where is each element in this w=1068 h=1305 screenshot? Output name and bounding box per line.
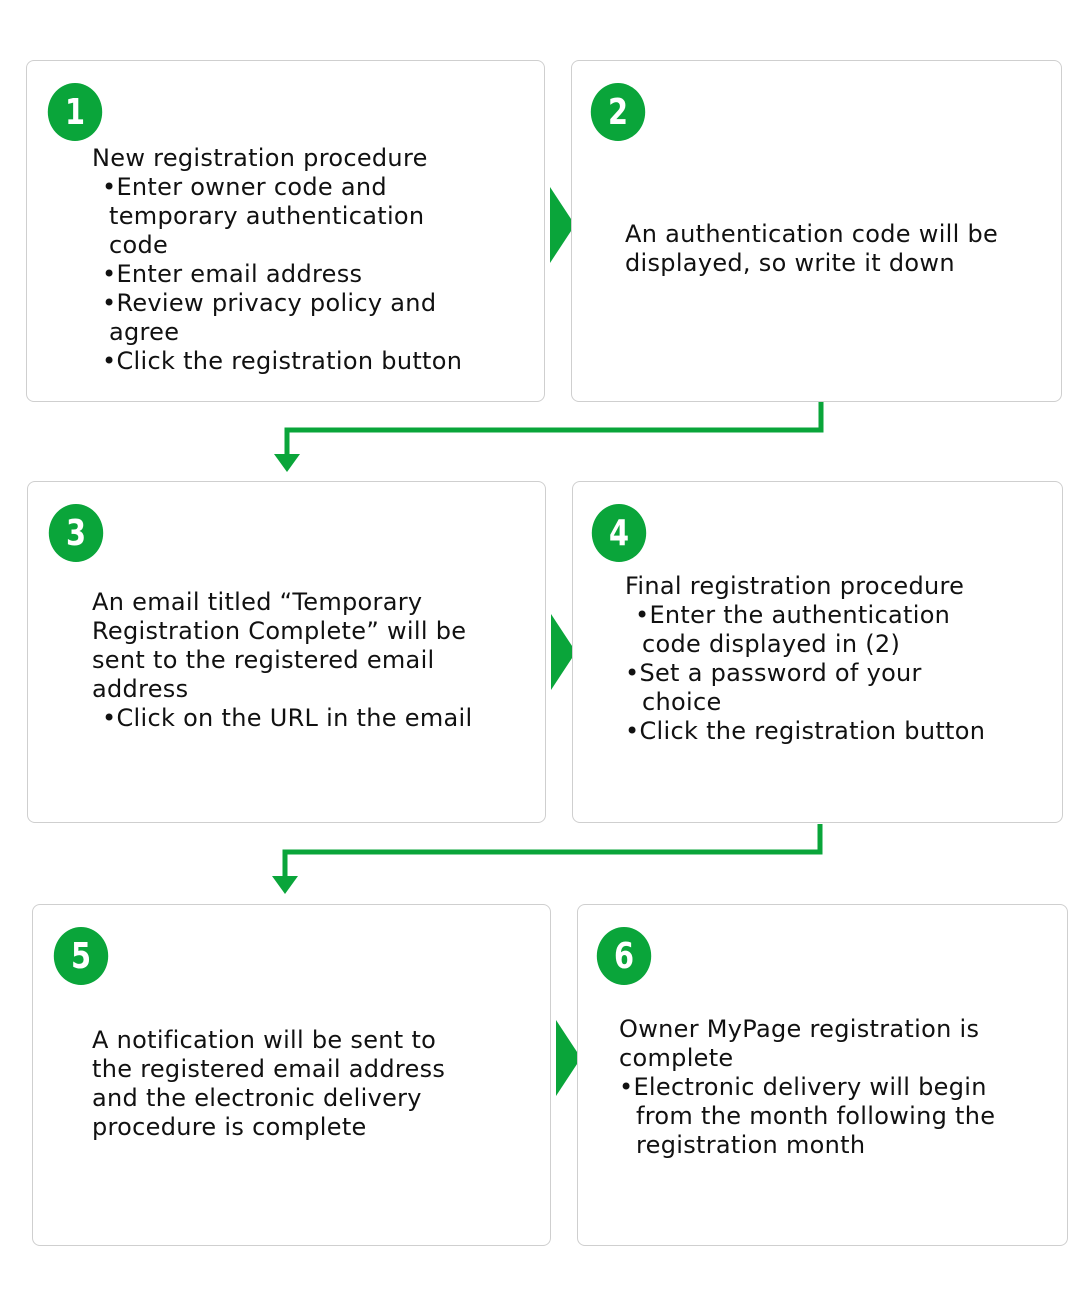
step-4-line: •Click the registration button: [625, 717, 986, 745]
step-1-box: [26, 60, 545, 402]
step-3-text: An email titled “Temporary Registration …: [92, 588, 472, 733]
step-2-line: displayed, so write it down: [625, 249, 955, 277]
arrow-down-to-3: [274, 454, 300, 472]
step-1-line: code: [109, 231, 169, 259]
connector-4-to-5: [282, 824, 823, 880]
step-1-line: •Review privacy policy and: [102, 289, 437, 317]
step-3-line: Registration Complete” will be: [92, 617, 467, 645]
step-3-box: [27, 481, 546, 823]
step-5-line: procedure is complete: [92, 1113, 367, 1141]
step-6-line: registration month: [636, 1131, 866, 1159]
step-3-line: An email titled “Temporary: [92, 588, 423, 616]
step-3-line: address: [92, 675, 189, 703]
step-1-line: temporary authentication: [109, 202, 425, 230]
step-4-line: •Set a password of your: [625, 659, 922, 687]
step-6-line: •Electronic delivery will begin: [619, 1073, 987, 1101]
step-6-text: Owner MyPage registration is complete •E…: [619, 1015, 995, 1160]
step-1-line: agree: [109, 318, 180, 346]
step-3-line: sent to the registered email: [92, 646, 435, 674]
step-6-badge: 6: [596, 927, 652, 985]
step-6-box: [577, 904, 1068, 1246]
step-1-line: •Enter email address: [102, 260, 363, 288]
step-5-line: the registered email address: [92, 1055, 446, 1083]
step-1-line: •Click the registration button: [102, 347, 463, 375]
step-1-badge: 1: [47, 83, 103, 141]
step-4-badge: 4: [591, 504, 647, 562]
step-3-line: •Click on the URL in the email: [102, 704, 473, 732]
step-5-line: and the electronic delivery: [92, 1084, 422, 1112]
step-2-box: [571, 60, 1062, 402]
step-4-box: [572, 481, 1063, 823]
step-4-line: choice: [642, 688, 722, 716]
step-4-line: code displayed in (2): [642, 630, 901, 658]
step-2-badge: 2: [590, 83, 646, 141]
arrow-right-5-to-6: [556, 1020, 581, 1096]
step-4-text: Final registration procedure •Enter the …: [625, 572, 985, 746]
step-1-text: New registration procedure •Enter owner …: [92, 144, 462, 376]
step-6-line: Owner MyPage registration is: [619, 1015, 980, 1043]
step-6-line: complete: [619, 1044, 734, 1072]
step-5-box: [32, 904, 551, 1246]
step-2-line: An authentication code will be: [625, 220, 999, 248]
step-5-badge: 5: [53, 927, 109, 985]
step-3-badge: 3: [48, 504, 104, 562]
connector-2-to-3: [284, 402, 824, 458]
step-4-line: Final registration procedure: [625, 572, 965, 600]
arrow-down-to-5: [272, 876, 298, 894]
step-1-line: New registration procedure: [92, 144, 428, 172]
step-1-line: •Enter owner code and: [102, 173, 387, 201]
arrow-right-3-to-4: [551, 614, 576, 690]
step-5-line: A notification will be sent to: [92, 1026, 437, 1054]
step-2-text: An authentication code will be displayed…: [625, 220, 998, 278]
step-6-line: from the month following the: [636, 1102, 996, 1130]
arrow-right-1-to-2: [550, 187, 575, 263]
step-5-text: A notification will be sent to the regis…: [92, 1026, 445, 1142]
step-4-line: •Enter the authentication: [635, 601, 951, 629]
